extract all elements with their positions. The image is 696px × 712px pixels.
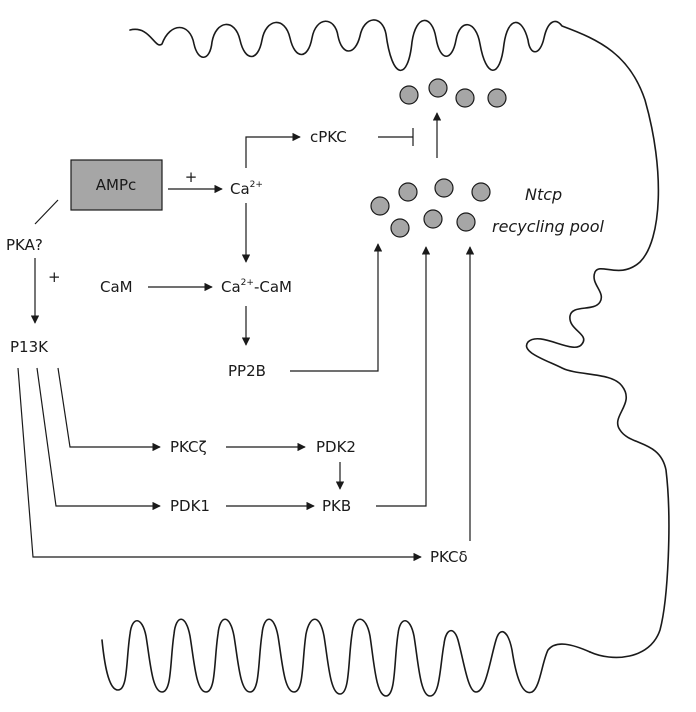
pool-vesicle — [471, 182, 491, 202]
edge-p13k-pdk1 — [36, 367, 161, 511]
ampc-box — [70, 159, 163, 211]
cell-membrane-bottom — [101, 618, 591, 697]
ca-label: Ca2+ — [230, 180, 263, 198]
pool-title-label: Ntcp — [525, 185, 562, 204]
edge-p13k-pkczeta — [57, 367, 161, 452]
pool-vesicle — [370, 196, 390, 216]
ampc-plus-label: + — [185, 168, 198, 186]
cell-membrane-top — [129, 19, 670, 659]
membrane-vesicle — [399, 85, 419, 105]
edge-pkb-pool — [376, 246, 431, 507]
edge-p13k-pkcdelta — [17, 367, 422, 562]
pkc-delta-label: PKCδ — [430, 548, 468, 566]
cam-label: CaM — [100, 278, 133, 296]
pka-plus-label: + — [48, 268, 61, 286]
pool-vesicle — [434, 178, 454, 198]
membrane-vesicle — [455, 88, 475, 108]
ampc-label: AMPc — [96, 176, 137, 194]
pool-subtitle-label: recycling pool — [492, 217, 604, 236]
edge-ampc-pka — [34, 199, 59, 225]
cpkc-label: cPKC — [310, 128, 347, 146]
edge-pp2b-pool — [290, 243, 383, 372]
edge-ca-cpkc — [245, 132, 301, 168]
pool-vesicle — [423, 209, 443, 229]
membrane-vesicle — [487, 88, 507, 108]
pool-vesicle — [398, 182, 418, 202]
ca-cam-label: Ca2+-CaM — [221, 278, 292, 296]
pka-label: PKA? — [6, 236, 43, 254]
membrane-vesicle — [428, 78, 448, 98]
pool-vesicle — [456, 212, 476, 232]
pp2b-label: PP2B — [228, 362, 266, 380]
pdk2-label: PDK2 — [316, 438, 356, 456]
p13k-label: P13K — [10, 338, 49, 356]
pkb-label: PKB — [322, 497, 351, 515]
pool-vesicle — [390, 218, 410, 238]
pdk1-label: PDK1 — [170, 497, 210, 515]
pkc-zeta-label: PKCζ — [170, 438, 207, 456]
